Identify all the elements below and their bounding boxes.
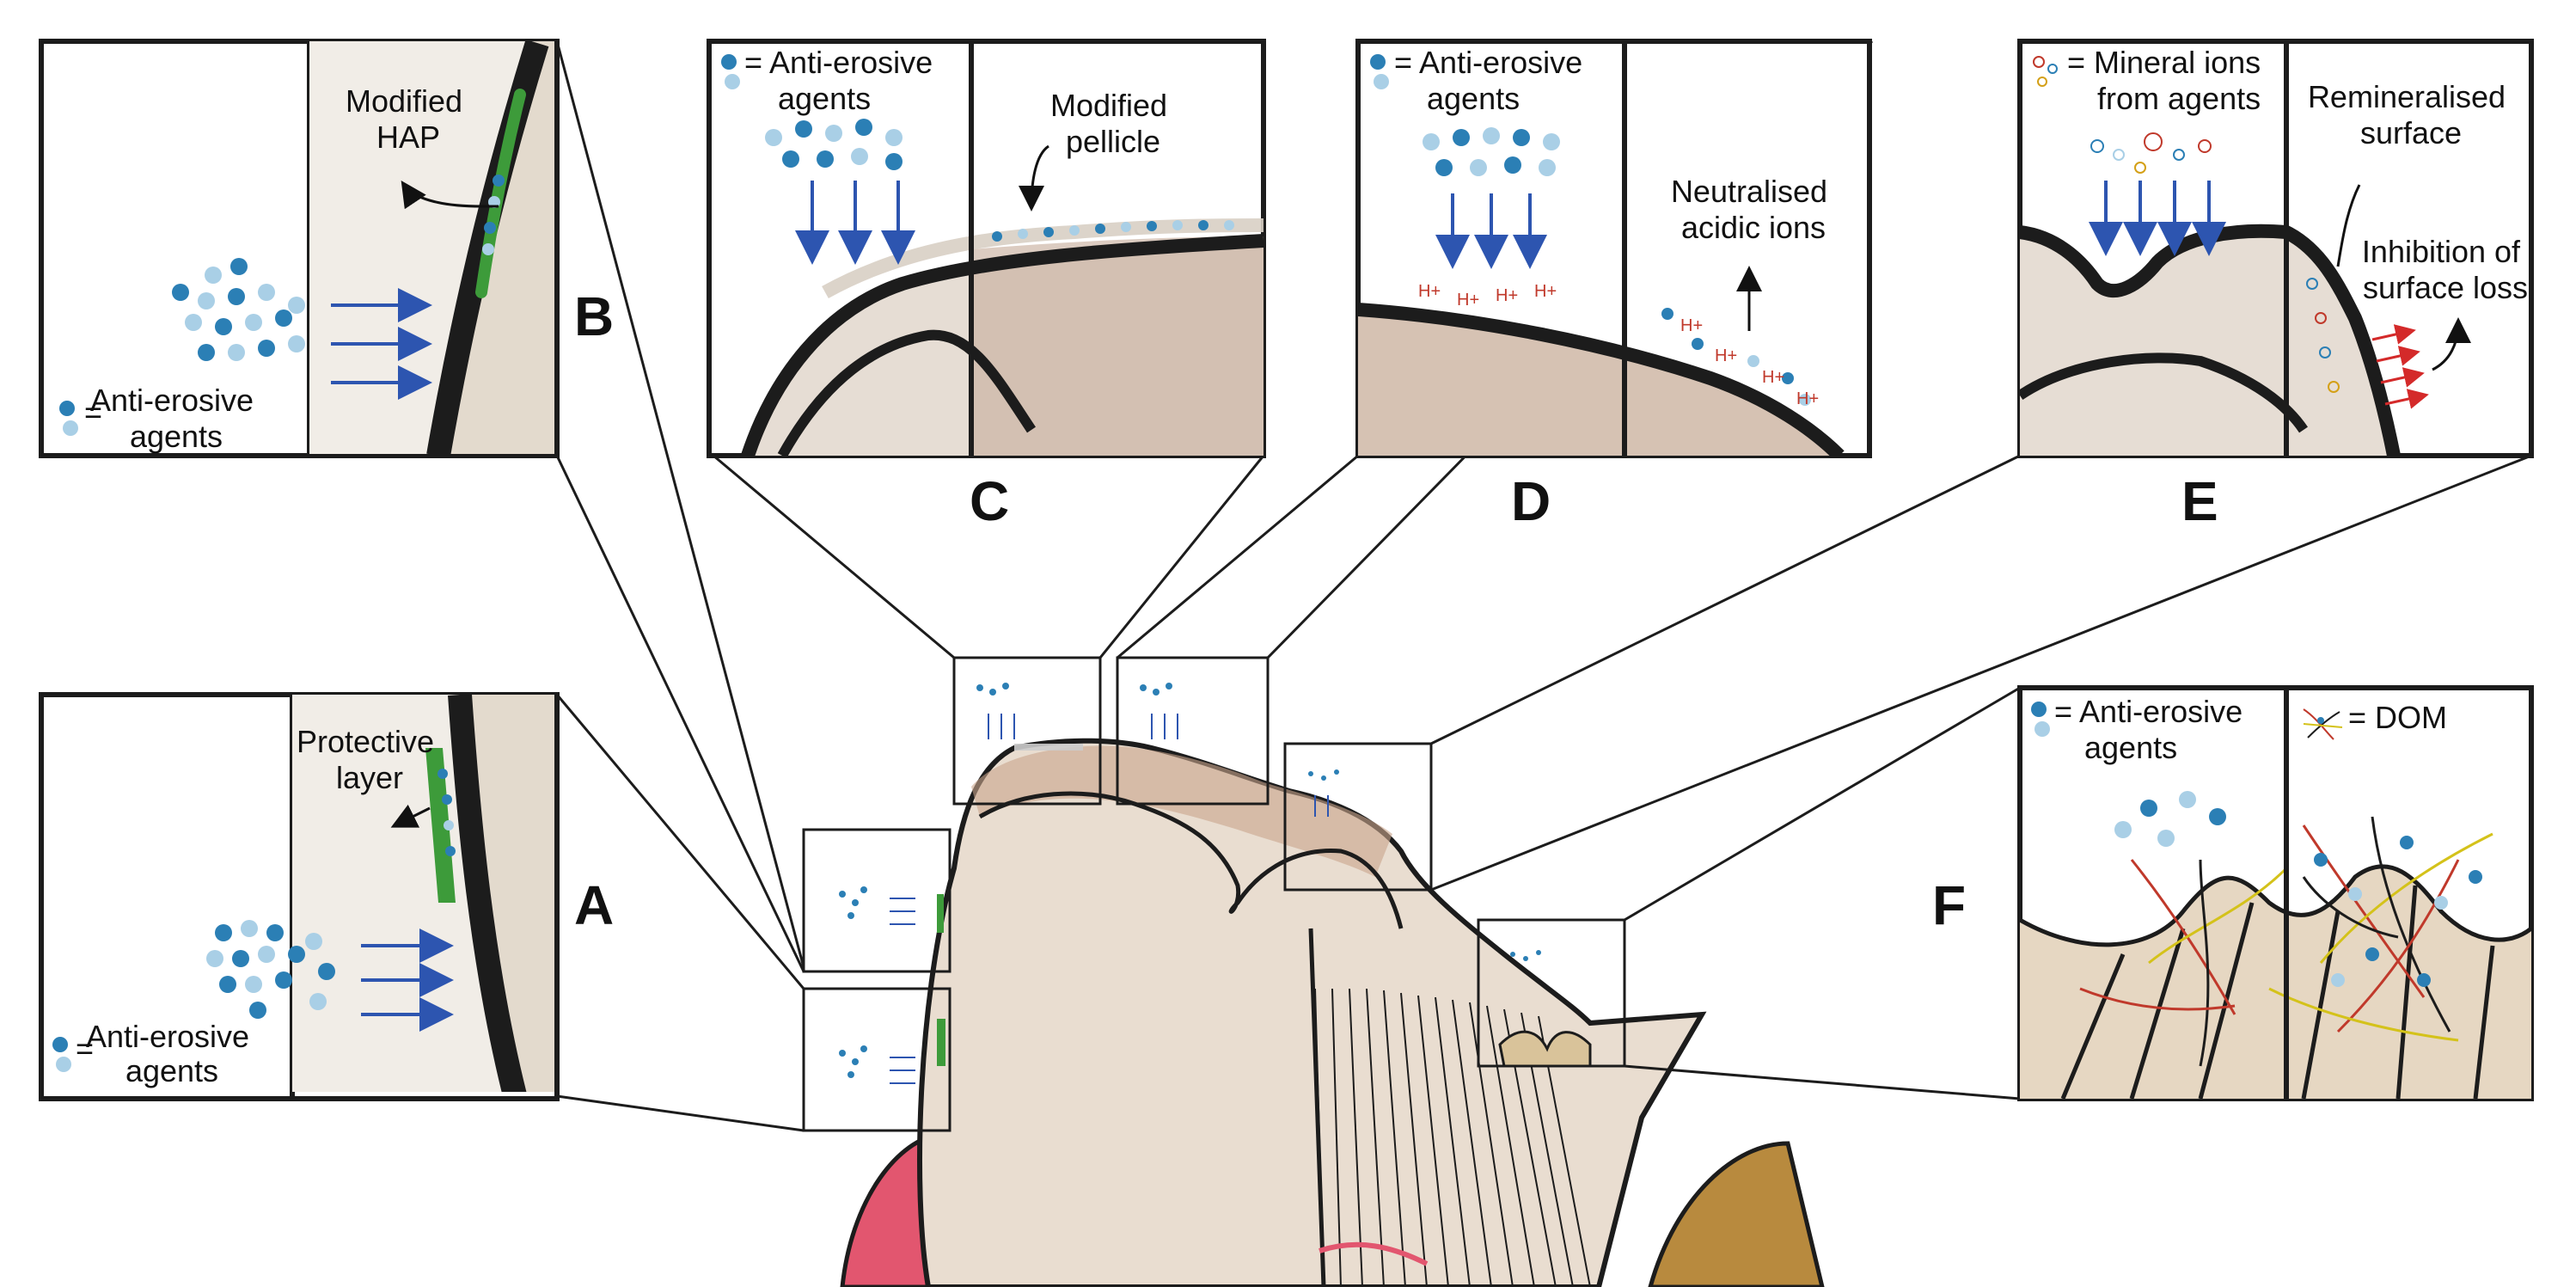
panel-d-legend: = Anti-erosive agents (1394, 45, 1591, 116)
panel-c-agents (765, 119, 903, 170)
panel-e-pointer-inhib (2432, 317, 2471, 371)
panel-e: Remineralised surface Inhibition of surf… (2017, 39, 2534, 458)
panel-b-agents (172, 175, 505, 361)
svg-text:H+: H+ (1796, 389, 1819, 408)
panel-b-arrows (331, 288, 432, 400)
source-box-e (1283, 742, 1433, 892)
panel-a: Protective layer = Anti-erosive agents (39, 692, 560, 1101)
label-remineralised-surface: Remineralised surface (2308, 79, 2514, 150)
pellicle-dots (992, 220, 1234, 242)
dom-network (2079, 816, 2493, 1067)
pulp-line (1308, 928, 1326, 1287)
panel-b-pointer (401, 181, 499, 210)
source-box-a (802, 987, 951, 1132)
panel-f-legend: = Anti-erosive agents (2054, 694, 2251, 765)
panel-a-legend: Anti-erosive agents (86, 1019, 258, 1088)
panel-e-legend-icon (2033, 56, 2058, 87)
panel-a-agents (206, 769, 456, 1019)
source-box-d (1116, 656, 1270, 806)
letter-d: D (1511, 470, 1551, 532)
panel-c-arrows (795, 181, 915, 265)
connector-lines (555, 40, 2532, 1132)
panel-f: = Anti-erosive agents = DOM (2017, 685, 2534, 1101)
panel-f-legend-dom: = DOM (2348, 700, 2447, 735)
panel-c-pointer (1019, 144, 1049, 211)
panel-f-agents-in-lesion (2314, 836, 2482, 987)
source-box-b (802, 828, 951, 973)
svg-text:H+: H+ (1680, 316, 1703, 335)
panel-d-h-ions: H+ H+ H+ H+ H+ H+ H+ H+ (1418, 282, 1819, 408)
svg-text:H+: H+ (1534, 282, 1557, 301)
panel-f-agents (2114, 791, 2226, 847)
panel-d-agents (1423, 127, 1811, 406)
panel-e-pointer-remin (2336, 184, 2361, 267)
source-box-contents (839, 683, 1541, 1084)
source-box-f (1477, 918, 1626, 1068)
label-modified-hap: Modified HAP (346, 83, 471, 155)
panel-b-legend: Anti-erosive agents (90, 383, 262, 454)
central-tooth (840, 738, 1825, 1287)
letter-b: B (574, 285, 614, 347)
svg-text:H+: H+ (1762, 368, 1784, 387)
panel-e-arrows (2089, 181, 2226, 256)
letter-a: A (574, 874, 614, 936)
panel-b: Modified HAP = Anti-erosive agents (39, 39, 560, 458)
source-boxes (802, 656, 1626, 1132)
source-box-c (952, 656, 1102, 806)
panel-b-equals: = (84, 395, 102, 430)
panel-a-equals: = (76, 1031, 94, 1066)
label-inhibition-surface-loss: Inhibition of surface loss (2362, 234, 2529, 305)
svg-text:H+: H+ (1496, 286, 1518, 305)
lesion-zone (1498, 1030, 1592, 1068)
letter-f: F (1932, 874, 1966, 936)
panel-e-legend: = Mineral ions from agents (2067, 45, 2269, 116)
gingiva-line (1319, 1241, 1429, 1266)
letter-e: E (2181, 470, 2218, 532)
panel-d-arrows (1435, 193, 1547, 269)
label-protective-layer: Protective layer (297, 724, 443, 795)
svg-text:H+: H+ (1715, 346, 1737, 365)
letter-c: C (970, 470, 1009, 532)
dom-legend-icon (2303, 708, 2343, 740)
panel-a-pointer (390, 804, 431, 828)
enamel-top (971, 745, 1392, 877)
panel-c: Modified pellicle = Anti-erosive agents (707, 39, 1266, 458)
panel-c-legend: = Anti-erosive agents (744, 45, 941, 116)
bone-right (1648, 1141, 1825, 1287)
svg-text:H+: H+ (1418, 282, 1441, 301)
panel-e-ions (2090, 132, 2340, 393)
panel-e-red-arrows (2371, 324, 2429, 409)
label-neutralised-ions: Neutralised acidic ions (1671, 174, 1836, 245)
panel-a-arrows (361, 928, 454, 1032)
dentin-tubules (1314, 988, 1591, 1287)
label-modified-pellicle: Modified pellicle (1050, 88, 1176, 159)
panel-d: H+ H+ H+ H+ H+ H+ H+ H+ Neutralised acid… (1355, 39, 1872, 458)
svg-text:H+: H+ (1457, 291, 1479, 309)
